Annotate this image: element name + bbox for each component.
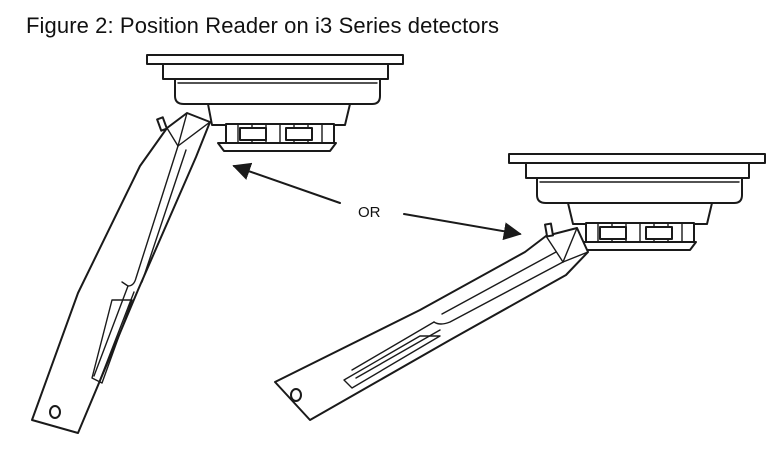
position-reader-tool-icon bbox=[31, 112, 211, 434]
smoke-detector-icon bbox=[146, 54, 404, 152]
smoke-detector-icon bbox=[508, 153, 766, 251]
arrow-to-top-detector bbox=[232, 162, 341, 204]
position-reader-tool-icon bbox=[274, 222, 589, 421]
arrow-to-bottom-detector bbox=[403, 213, 522, 241]
or-label: OR bbox=[358, 204, 381, 221]
figure-caption: Figure 2: Position Reader on i3 Series d… bbox=[26, 13, 500, 38]
